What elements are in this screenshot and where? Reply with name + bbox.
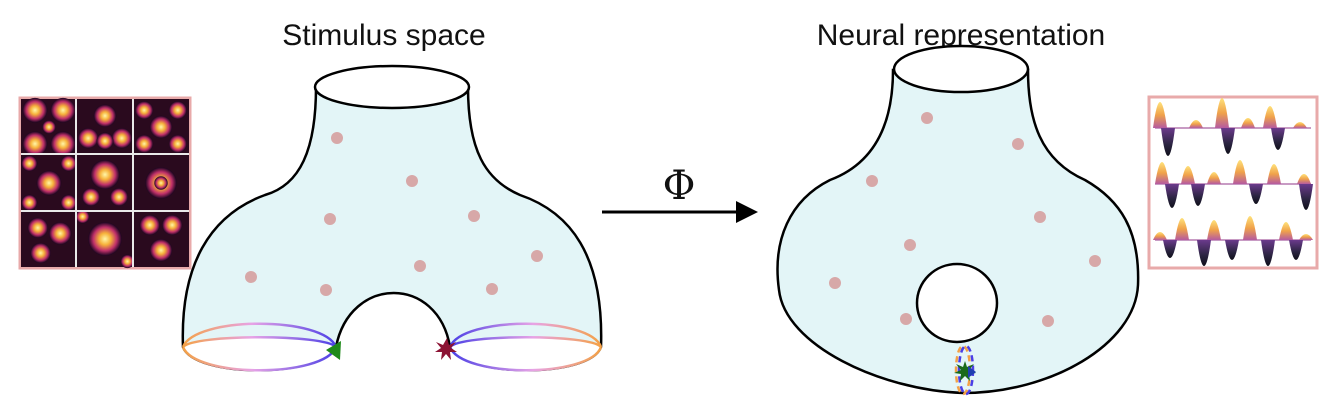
stimulus-tile-blob [78,128,99,149]
stimulus-tile-blob [42,120,56,134]
stimulus-pattern-panel [18,96,192,270]
right-boundary-loop [448,346,603,372]
stimulus-top-opening [313,64,471,110]
stimulus-tile-blob [21,155,38,172]
right-loop-hole [450,337,601,371]
stimulus-tile-blob [120,254,135,269]
waveform-peak [1215,98,1229,128]
waveform-trough [1261,240,1275,266]
waveform-peak [1243,216,1257,240]
waveform-trough [1225,240,1239,260]
waveform-peak [1207,172,1221,184]
stimulus-tile-blob [110,188,128,206]
waveform-trough [1271,128,1285,150]
neural-star-burst-marker-icon [954,361,976,381]
waveform-peak [1189,120,1203,128]
waveform-peak [1153,232,1167,240]
waveform-trough [1221,128,1235,154]
waveform-trough [1191,184,1205,206]
stimulus-grid-lines [21,99,189,267]
right-boundary-loop-back [448,322,603,348]
waveform-trough [1163,240,1177,258]
left-boundary-loop [181,346,338,372]
neural-sample-dots [829,112,1101,327]
star-burst-marker-icon [435,338,457,360]
stimulus-tile-blob [88,222,122,256]
waveform-peak [1153,102,1167,128]
waveform-peak [1297,174,1311,184]
neural-top-opening [892,44,1030,94]
stimulus-tile-blob [162,214,183,236]
stimulus-surface [181,85,603,372]
mapping-phi-label: Φ [663,163,696,209]
waveform-peak [1207,220,1221,240]
stimulus-tile-blob [168,134,187,153]
right-boundary-loop-upper [449,336,602,349]
stimulus-tile-blob [36,170,62,196]
waveform-peak [1241,118,1255,128]
stimulus-tile-blob [60,155,77,172]
waveform-trough [1289,240,1303,260]
stimulus-sample-dots [245,132,543,296]
waveform-peak [1233,160,1247,184]
waveform-peak [1299,234,1313,240]
waveform-peak [1279,222,1293,240]
waveform-peak [1175,218,1189,240]
waveform-peak [1263,106,1277,128]
stimulus-tile-blob [30,242,51,264]
stimulus-tile-blob [75,209,90,224]
stimulus-space-title: Stimulus space [282,19,485,52]
stimulus-tile-blob [49,222,72,245]
stimulus-tile-blob [149,115,173,139]
right-arrow-icon [602,201,758,223]
neural-response-panel [1147,95,1319,270]
stimulus-tile-blob [22,97,48,123]
stimulus-tile-blob [149,239,173,262]
stimulus-tile-blob [50,97,76,123]
neural-triangle-marker-icon [968,366,976,378]
stimulus-tile-blob [96,132,114,150]
waveform-trough [1299,184,1313,210]
neural-surface [776,68,1140,395]
neural-hole [915,262,999,344]
stimulus-tile-blob [168,101,187,120]
stimulus-tile-blob [135,134,154,153]
waveform-peak [1181,166,1195,184]
response-waveforms [1153,98,1313,266]
stimulus-tiles [21,97,189,269]
stimulus-tile-blob [21,194,38,211]
stimulus-tile-blob [50,131,76,157]
waveform-trough [1197,240,1211,266]
stimulus-tile-blob [154,176,168,190]
left-boundary-loop-back [181,322,338,348]
waveform-trough [1161,128,1175,156]
left-loop-hole [183,337,336,371]
stimulus-tile-blob [139,214,160,236]
stimulus-tile-blob [93,104,117,128]
left-boundary-loop-upper [182,336,337,349]
triangle-marker-icon [326,341,341,360]
stimulus-tile-blob [60,194,77,211]
stimulus-tile-blob [82,188,100,206]
stimulus-tile-blob [27,217,48,238]
stimulus-tile-blob [135,101,154,120]
waveform-peak [1155,162,1169,184]
stimulus-tile-blob [22,131,48,157]
stimulus-tile-blob [90,160,120,190]
waveform-trough [1249,184,1263,204]
waveform-peak [1293,122,1307,128]
waveform-peak [1267,164,1281,184]
neural-manifold [776,44,1140,396]
stimulus-tile-blob [111,128,132,149]
stimulus-manifold [181,64,603,372]
waveform-trough [1165,184,1179,208]
